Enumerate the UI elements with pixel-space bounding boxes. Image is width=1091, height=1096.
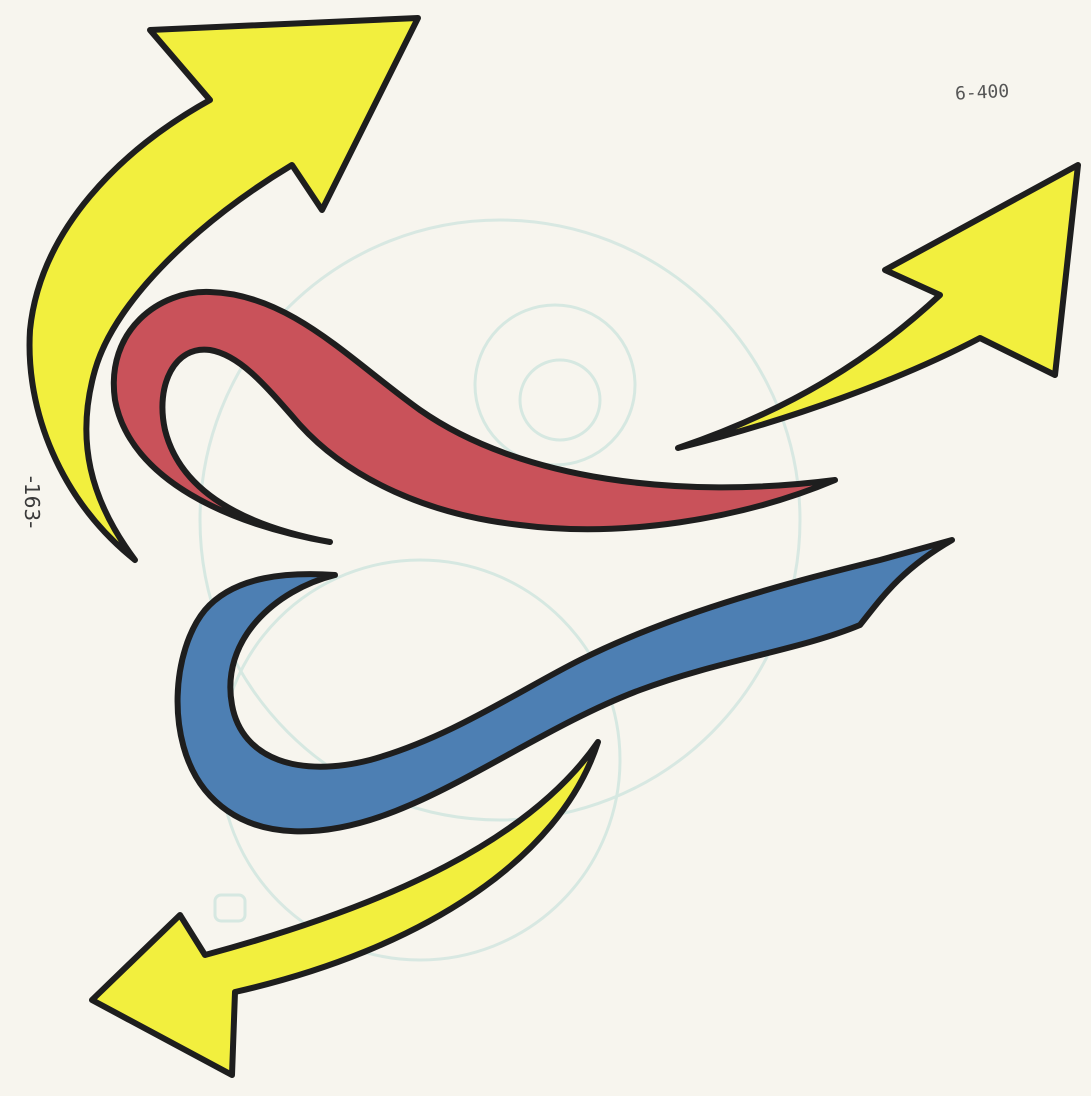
page-number: -163- bbox=[20, 472, 44, 532]
corner-handwritten-mark: 6-400 bbox=[954, 75, 1055, 108]
upper-left-arrow bbox=[30, 18, 418, 560]
red-swoosh bbox=[114, 292, 835, 542]
right-arrow bbox=[678, 165, 1078, 448]
